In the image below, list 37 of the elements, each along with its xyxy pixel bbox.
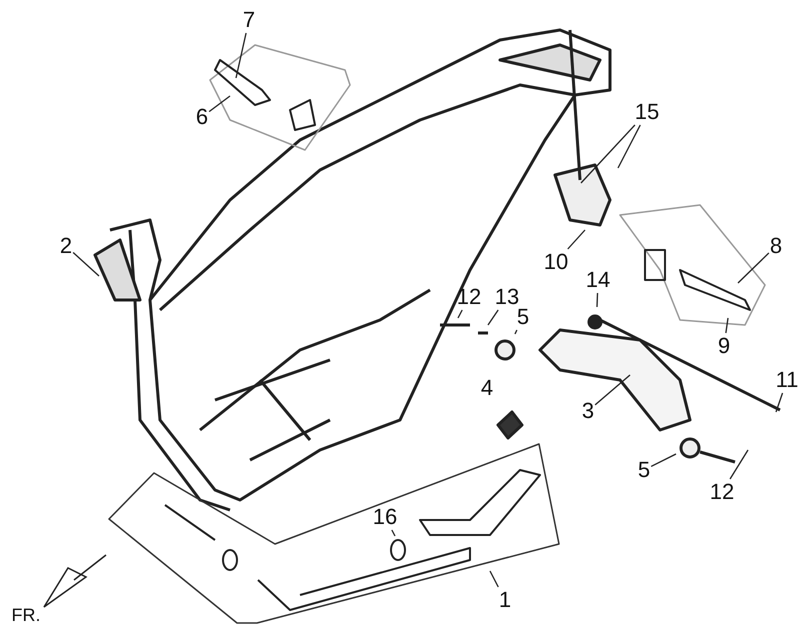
leader-line [617,124,641,168]
leader-line [514,330,518,334]
leader-line [489,570,499,588]
direction-label: FR. [12,604,40,627]
leader-line [650,453,676,468]
callout-number: 11 [776,368,798,392]
callout-number: 8 [770,234,782,258]
callout-number: 13 [494,285,520,309]
callout-number: 7 [242,8,256,32]
callout-number: 6 [196,105,208,129]
leader-line [596,292,598,308]
leader-line [725,318,729,334]
leader-line [594,374,630,406]
callout-number: 16 [372,505,398,529]
leader-line [235,32,247,78]
callout-number: 1 [498,588,512,612]
leader-line [567,230,586,250]
callout-number: 3 [582,399,594,423]
callout-number: 12 [710,480,734,504]
leader-line [738,252,770,284]
callout-number: 12 [456,285,482,309]
leader-line [487,310,499,326]
leader-line [775,392,784,412]
leader-line [391,530,396,536]
leader-line [730,450,749,480]
callout-number: 15 [634,100,660,124]
leader-line [457,310,463,318]
callout-number: 9 [718,334,730,358]
callout-number: 14 [586,268,610,292]
callout-number: 2 [60,234,72,258]
leader-line [208,95,230,112]
leader-line [72,252,100,276]
leader-line [580,124,636,184]
callout-number: 10 [544,250,568,274]
callout-number: 5 [638,458,650,482]
callout-number: 5 [516,305,530,329]
callout-number: 4 [480,376,494,400]
